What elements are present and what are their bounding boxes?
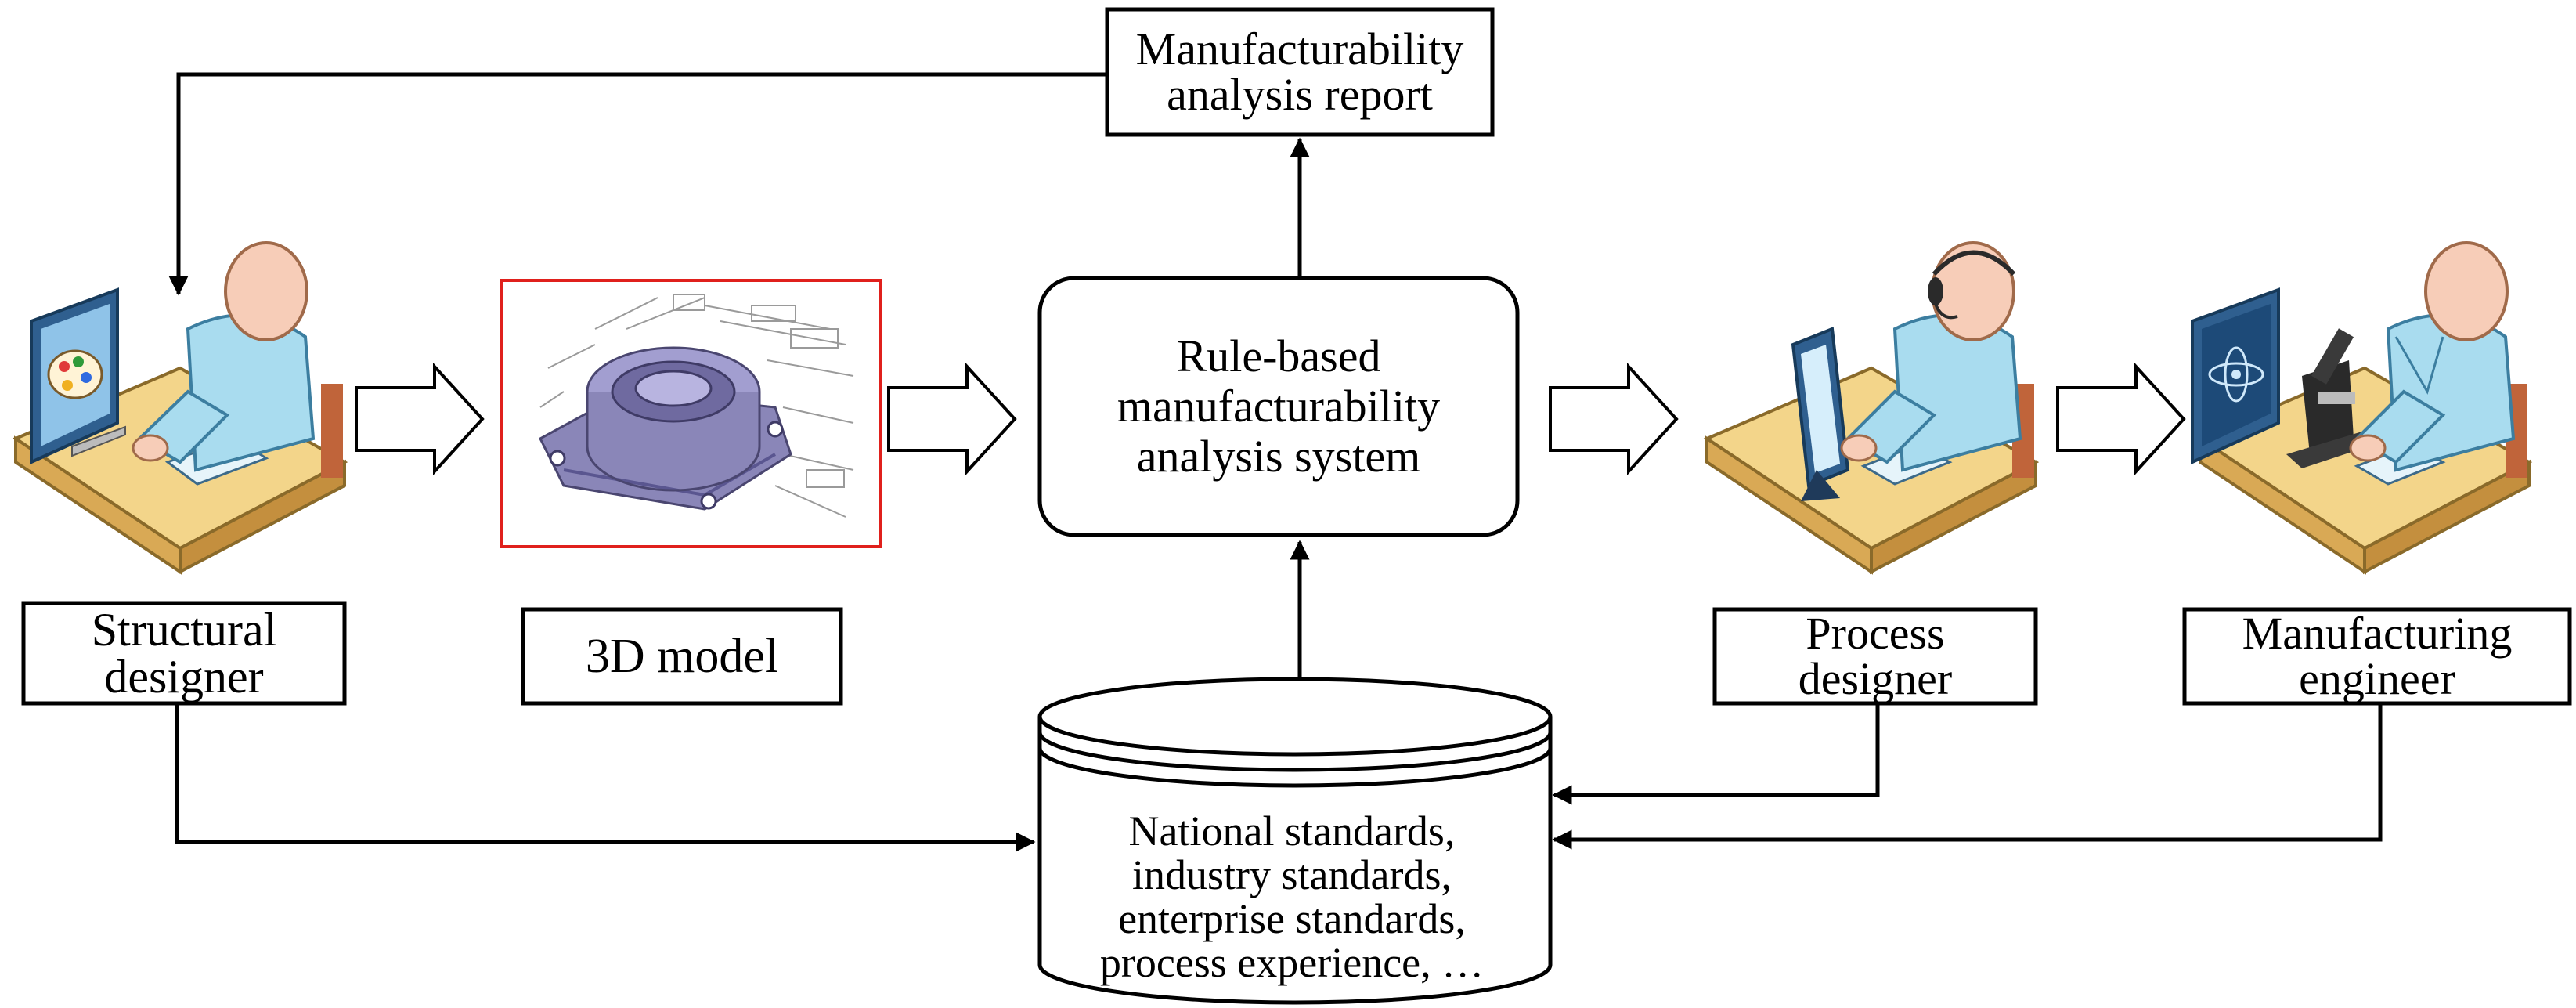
- manufacturing-to-database-arrow: [1552, 705, 2383, 850]
- system-line-3: analysis system: [1136, 430, 1421, 482]
- system-line-2: manufacturability: [1117, 381, 1441, 432]
- report-box: [1105, 7, 1495, 137]
- database-line-3: enterprise standards,: [1118, 895, 1466, 942]
- 3d-model-label-box: [521, 607, 843, 706]
- structural-label-box: [21, 601, 347, 706]
- process-line-2: designer: [1798, 653, 1953, 704]
- designer-with-headset-at-monitor-icon: [1703, 241, 2040, 575]
- manufacturing-line-1: Manufacturing: [2242, 608, 2513, 659]
- process-designer-label: Process designer: [1715, 609, 2036, 703]
- hollow-arrow-4: [2056, 362, 2186, 476]
- hollow-arrow-2: [887, 362, 1017, 476]
- database-line-2: industry standards,: [1132, 851, 1452, 898]
- manufacturing-line-2: engineer: [2299, 653, 2455, 704]
- system-label: Rule-based manufacturability analysis sy…: [1040, 278, 1517, 535]
- report-line-1: Manufacturability: [1135, 23, 1464, 74]
- hollow-arrow-3: [1549, 362, 1679, 476]
- 3d-model-label: 3D model: [523, 609, 841, 703]
- structural-line-2: designer: [104, 651, 264, 703]
- process-line-1: Process: [1806, 608, 1945, 659]
- database-line-4: process experience, …: [1099, 939, 1485, 987]
- database-label: National standards, industry standards, …: [1041, 791, 1542, 1003]
- engineer-with-microscope-icon: [2191, 241, 2533, 575]
- database-cylinder: [1037, 677, 1553, 1005]
- structural-line-1: Structural: [91, 604, 277, 656]
- system-box: [1037, 276, 1520, 537]
- designer-at-computer-with-palette-icon: [12, 241, 348, 575]
- report-feedback-arrow: [168, 72, 1107, 296]
- process-to-database-arrow: [1552, 705, 1880, 805]
- structural-to-database-arrow: [175, 705, 1036, 852]
- cad-part-drawing-image: [500, 279, 882, 548]
- hollow-arrow-1: [355, 362, 485, 476]
- database-line-1: National standards,: [1128, 807, 1456, 854]
- 3d-model-text: 3D model: [585, 630, 779, 683]
- report-label: Manufacturability analysis report: [1107, 9, 1492, 135]
- report-line-2: analysis report: [1167, 69, 1433, 120]
- system-line-1: Rule-based: [1176, 331, 1381, 382]
- manufacturing-engineer-label: Manufacturing engineer: [2185, 609, 2570, 703]
- manufacturing-label-box: [2182, 607, 2572, 706]
- process-label-box: [1712, 607, 2038, 706]
- structural-designer-label: Structural designer: [23, 603, 345, 703]
